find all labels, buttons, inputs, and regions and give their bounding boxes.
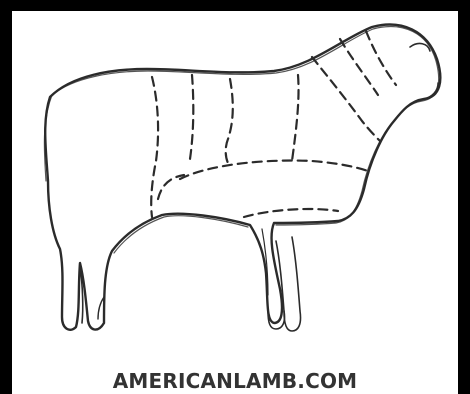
front-leg-right [284, 237, 301, 331]
muzzle-outline [424, 83, 438, 99]
website-caption: AMERICANLAMB.COM [12, 369, 458, 393]
image-frame: AMERICANLAMB.COM [12, 11, 458, 394]
cut-line-belly [180, 161, 368, 179]
cut-line-shoulder [312, 57, 380, 141]
cut-line-breast [244, 209, 338, 217]
cut-line-loin [190, 75, 193, 159]
lamb-body-outline [45, 25, 440, 330]
cut-line-leg [151, 77, 158, 217]
cut-lines [151, 31, 396, 217]
cut-line-rack-a [226, 79, 233, 163]
lamb-cuts-diagram [12, 11, 458, 394]
cut-line-rack-b [292, 75, 299, 161]
ear-outline [410, 44, 430, 51]
cut-line-neck-b [366, 31, 396, 85]
